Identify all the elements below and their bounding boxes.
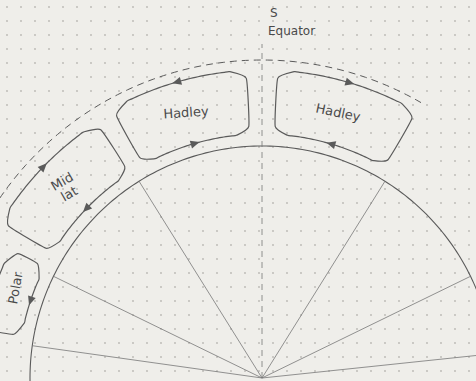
- circulation-loop: [117, 72, 249, 160]
- latitude-line: [32, 346, 262, 378]
- tropopause-line: [0, 60, 421, 296]
- flow-arrowhead: [190, 138, 201, 148]
- earth-surface: [30, 146, 476, 381]
- equator-label: Equator: [268, 24, 315, 38]
- latitude-line: [262, 354, 476, 378]
- circulation-loop: [7, 129, 124, 248]
- pole-mark: S: [270, 6, 278, 20]
- latitude-line: [53, 276, 262, 378]
- flow-arrowhead: [171, 77, 182, 87]
- latitude-line: [262, 181, 385, 378]
- flow-arrowhead: [325, 139, 336, 149]
- flow-arrowhead: [25, 296, 35, 307]
- circulation-loop: [275, 72, 412, 162]
- latitude-line: [262, 276, 471, 378]
- equator-line: [262, 44, 263, 378]
- flow-arrowhead: [345, 78, 356, 88]
- flow-arrowhead: [80, 203, 92, 215]
- flow-arrowhead: [38, 160, 50, 172]
- circulation-loop: [0, 254, 39, 335]
- latitude-line: [139, 181, 262, 378]
